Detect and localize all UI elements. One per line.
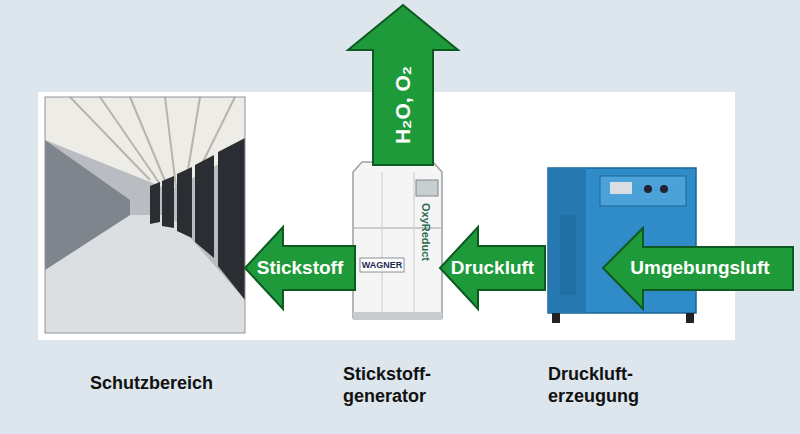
control-panel <box>600 176 686 206</box>
compressor-foot <box>552 313 560 323</box>
node-caption: Druckluft- erzeugung <box>548 363 672 407</box>
rack <box>177 167 192 238</box>
photo-frame <box>45 97 245 333</box>
ceiling-line <box>130 97 168 188</box>
flow-arrow <box>440 227 545 309</box>
rack <box>150 182 160 224</box>
cabinet-edge <box>382 172 383 318</box>
glass-wall <box>45 140 130 270</box>
vent-panel <box>560 215 576 295</box>
compressor-side <box>548 168 586 313</box>
air-compressor <box>548 168 696 323</box>
ceiling-line <box>165 97 176 187</box>
node-caption: Schutzbereich <box>90 372 240 394</box>
rack <box>218 138 245 300</box>
device-node: Schutzbereich <box>45 97 245 333</box>
nitrogen-generator-cabinet <box>353 162 442 320</box>
diagram-label: Umgebungsluft <box>630 257 769 279</box>
ambient-air-arrow <box>603 228 793 309</box>
server-room-photo <box>45 97 245 333</box>
diagram-label: H₂O, O₂ <box>391 66 415 144</box>
control-button <box>660 185 668 193</box>
room-wall <box>45 97 245 333</box>
flow-arrow <box>245 227 355 309</box>
arrow-label: Stickstoff <box>257 257 344 279</box>
arrow-label: Druckluft <box>451 257 534 279</box>
diagram-label: WAGNER <box>362 260 403 270</box>
cabinet-edge <box>414 172 415 318</box>
control-display <box>610 182 632 194</box>
server-racks <box>150 138 245 300</box>
ceiling-line <box>100 97 160 184</box>
rack <box>162 176 174 228</box>
node-caption: Stickstoff- generator <box>343 363 455 407</box>
compressor-body <box>548 168 696 313</box>
control-button <box>644 185 652 193</box>
exhaust-arrow <box>348 5 458 165</box>
device-node: Druckluft- erzeugung <box>545 165 695 320</box>
rack <box>195 155 214 258</box>
display-panel <box>416 180 438 196</box>
diagram-label: OxyReduct <box>420 203 432 261</box>
compressor-foot <box>686 313 694 323</box>
cabinet-body <box>353 162 442 318</box>
cabinet-base <box>353 312 442 320</box>
logo-plate <box>360 258 404 272</box>
